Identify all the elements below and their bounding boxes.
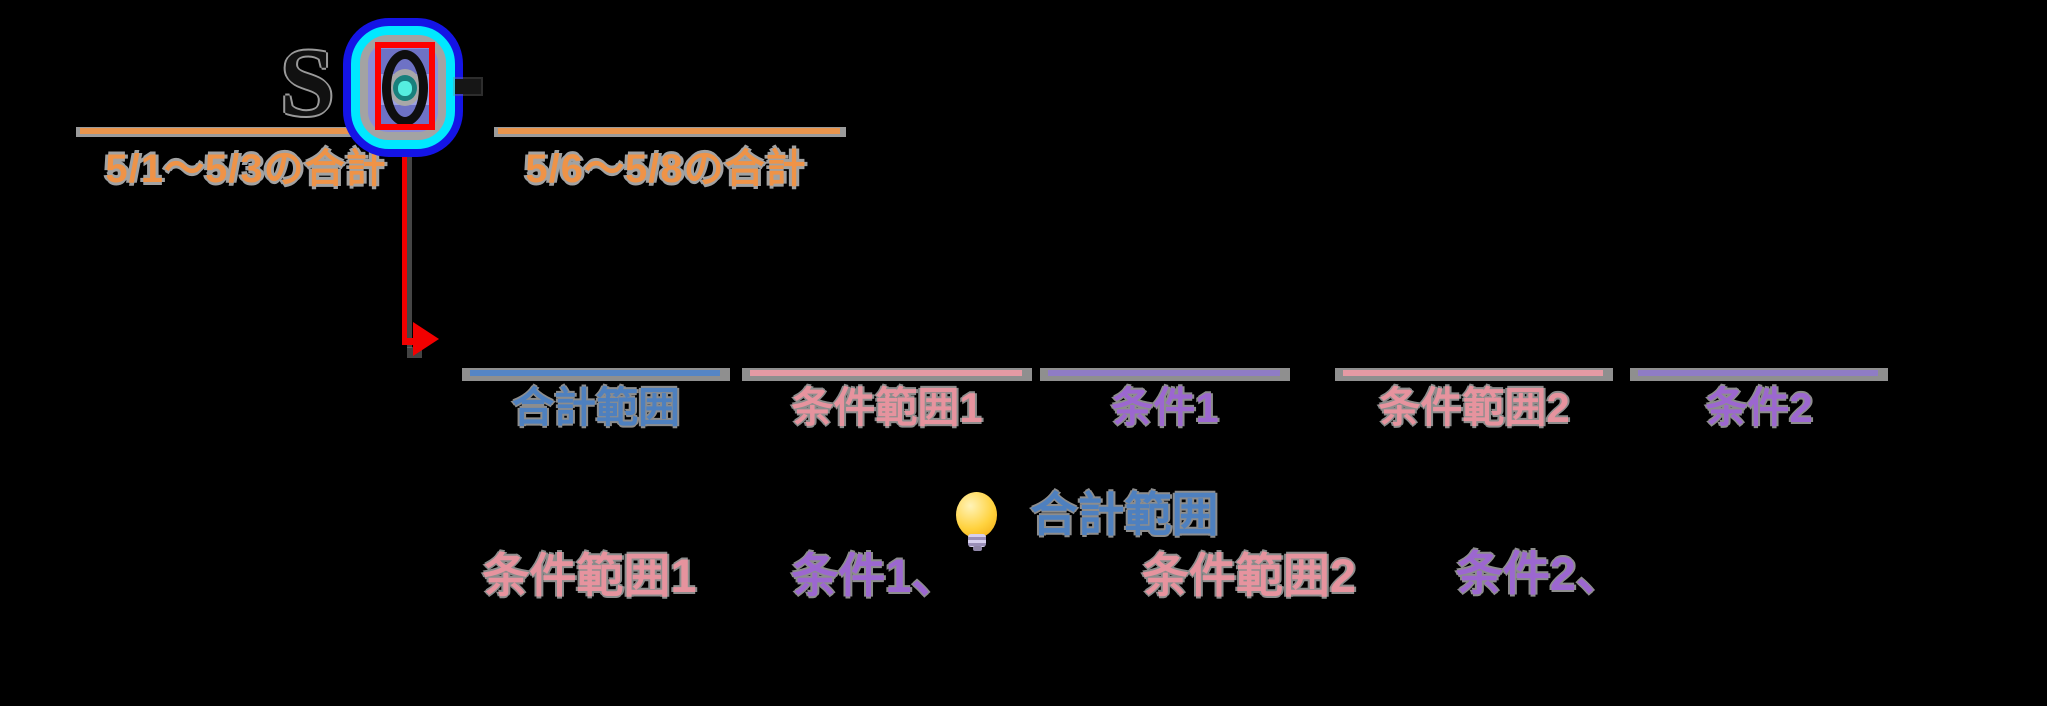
period-underline-2 xyxy=(494,127,846,137)
arg-underline-criteria-1-core xyxy=(1048,370,1280,376)
period-underline-2-core xyxy=(498,128,840,134)
arg-underline-criteria-range-2 xyxy=(1335,368,1613,381)
selection-red-box xyxy=(375,42,435,130)
period-label-1: 5/1～5/3の合計 xyxy=(105,147,387,191)
hint-criteria-range-1: 条件範囲1 xyxy=(482,549,697,602)
period-underline-1-core xyxy=(80,128,358,134)
arg-label-criteria-range-1: 条件範囲1 xyxy=(791,384,983,431)
pointer-arrow-elbow xyxy=(402,338,415,345)
formula-dash xyxy=(455,79,481,94)
arg-underline-criteria-1 xyxy=(1040,368,1290,381)
period-underline-1 xyxy=(76,127,364,137)
hint-criteria-range-2: 条件範囲2 xyxy=(1141,549,1357,602)
arg-underline-sum-range-core xyxy=(470,370,720,376)
lightbulb-icon xyxy=(956,492,997,538)
arg-underline-criteria-range-1-core xyxy=(750,370,1022,376)
arg-underline-criteria-2 xyxy=(1630,368,1888,381)
arg-underline-criteria-range-1 xyxy=(742,368,1032,381)
highlight-ring-cyan xyxy=(351,26,455,149)
lightbulb-base xyxy=(968,534,986,547)
arg-underline-criteria-2-core xyxy=(1638,370,1878,376)
arg-label-criteria-2: 条件2 xyxy=(1705,384,1813,431)
period-label-2: 5/6～5/8の合計 xyxy=(525,147,807,191)
lightbulb-tip xyxy=(973,546,982,551)
hint-sum-range: 合計範囲 xyxy=(1030,488,1219,541)
cursor-eye-icon xyxy=(382,50,428,126)
pointer-arrow-line xyxy=(402,130,407,344)
pointer-arrow-head xyxy=(413,322,439,356)
arg-label-sum-range: 合計範囲 xyxy=(511,384,680,431)
hint-criteria-1: 条件1、 xyxy=(791,549,959,602)
arg-label-criteria-1: 条件1 xyxy=(1111,384,1219,431)
hint-criteria-2: 条件2、 xyxy=(1455,547,1624,600)
formula-letter-s: S xyxy=(280,29,335,137)
arg-underline-sum-range xyxy=(462,368,730,381)
arg-underline-criteria-range-2-core xyxy=(1343,370,1603,376)
arg-label-criteria-range-2: 条件範囲2 xyxy=(1378,384,1570,431)
